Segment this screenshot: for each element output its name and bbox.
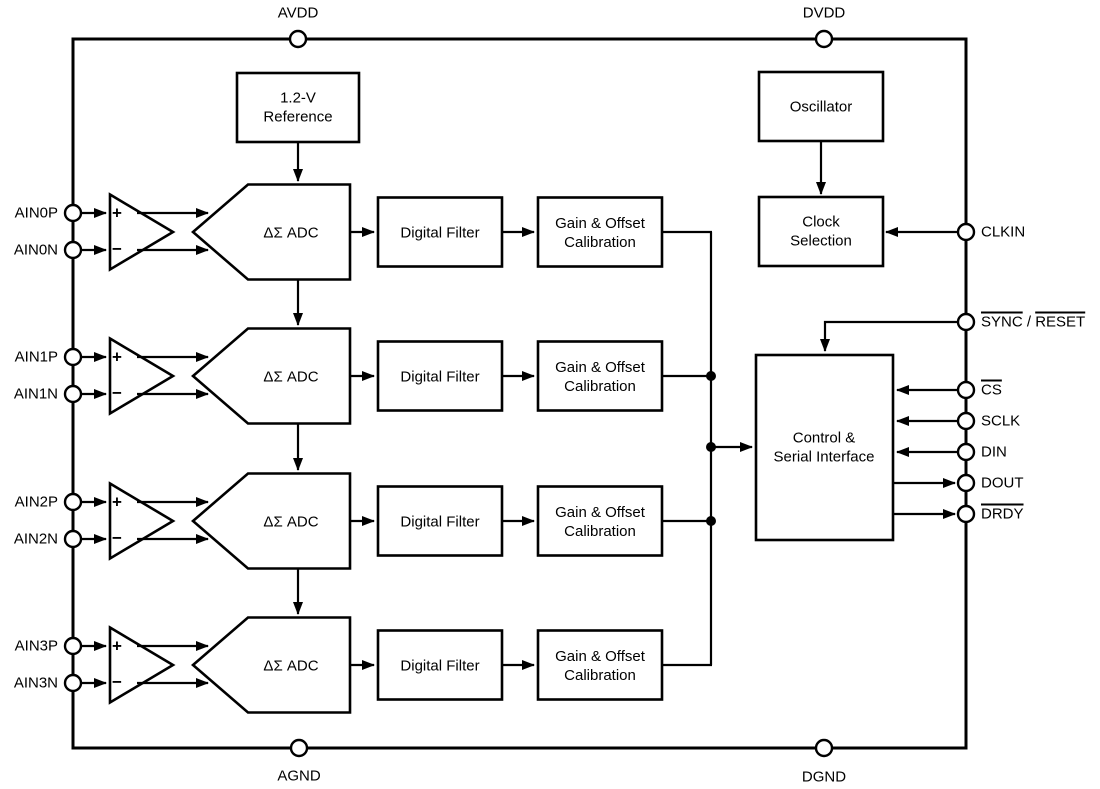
pin-dgnd — [814, 738, 834, 758]
pin-label-avdd: AVDD — [277, 4, 319, 22]
digital-filter-label: Digital Filter — [400, 225, 479, 242]
block-gain-offset-calibration — [536, 485, 664, 557]
channel-3: + − ΔΣ ADC Digital Filter Gain & Offset … — [81, 616, 712, 714]
pin-ain1p — [63, 347, 83, 367]
adc-pentagon — [191, 327, 352, 425]
calibration-label-line2: Calibration — [564, 667, 636, 684]
adc-pentagon — [191, 616, 352, 714]
pin-sync-reset — [956, 312, 976, 332]
block-oscillator — [757, 70, 885, 143]
pin-label-ain2n: AIN2N — [13, 530, 58, 548]
adc-label: ΔΣ ADC — [263, 514, 318, 531]
pin-label-drdy: DRDY — [981, 505, 1024, 523]
calibration-label-line2: Calibration — [564, 523, 636, 540]
pin-ain3p — [63, 636, 83, 656]
pin-agnd — [289, 738, 309, 758]
pin-ain0n — [63, 240, 83, 260]
pin-cs — [956, 380, 976, 400]
channel-1: + − ΔΣ ADC Digital Filter Gain & Offset … — [81, 327, 712, 425]
amp-plus-label: + — [112, 348, 122, 367]
pin-clkin — [956, 222, 976, 242]
reference-label-line1: 1.2-V — [280, 90, 316, 107]
pin-dout — [956, 473, 976, 493]
pin-dvdd — [814, 29, 834, 49]
amp-plus-label: + — [112, 637, 122, 656]
pin-label-ain0p: AIN0P — [14, 204, 58, 222]
pin-ain3n — [63, 673, 83, 693]
block-digital-filter — [376, 485, 504, 557]
channel-0: + − ΔΣ ADC Digital Filter Gain & Offset … — [81, 183, 712, 281]
block-gain-offset-calibration — [536, 340, 664, 412]
pin-label-ain2p: AIN2P — [14, 493, 58, 511]
channel-2: + − ΔΣ ADC Digital Filter Gain & Offset … — [81, 472, 712, 570]
sync-reset-separator: / — [1022, 313, 1036, 331]
amp-plus-label: + — [112, 204, 122, 223]
amp-minus-label: − — [112, 529, 122, 548]
block-digital-filter — [376, 340, 504, 412]
block-control-serial-interface — [754, 353, 895, 542]
pin-label-ain3n: AIN3N — [13, 674, 58, 692]
pin-label-ain1n: AIN1N — [13, 385, 58, 403]
digital-filter-label: Digital Filter — [400, 369, 479, 386]
amp-minus-label: − — [112, 384, 122, 403]
calibration-label-line2: Calibration — [564, 234, 636, 251]
calibration-label-line1: Gain & Offset — [555, 215, 646, 232]
pin-label-agnd: AGND — [277, 767, 321, 785]
pin-label-dgnd: DGND — [801, 768, 847, 786]
pin-sclk — [956, 411, 976, 431]
amp-plus-label: + — [112, 493, 122, 512]
adc-pentagon — [191, 472, 352, 570]
amp-minus-label: − — [112, 673, 122, 692]
clock-selection-label-line2: Selection — [790, 233, 852, 250]
calibration-label-line2: Calibration — [564, 378, 636, 395]
digital-filter-label: Digital Filter — [400, 658, 479, 675]
pin-label-ain3p: AIN3P — [14, 637, 58, 655]
junction-dot-branch — [706, 442, 716, 452]
block-gain-offset-calibration — [536, 196, 664, 268]
pin-drdy — [956, 504, 976, 524]
control-serial-label-line1: Control & — [793, 430, 856, 447]
block-clock-selection — [757, 195, 885, 268]
block-reference — [235, 71, 361, 144]
pin-ain2n — [63, 529, 83, 549]
control-serial-label-line2: Serial Interface — [774, 449, 875, 466]
amp-minus-label: − — [112, 240, 122, 259]
block-gain-offset-calibration — [536, 629, 664, 701]
pin-label-dout: DOUT — [981, 474, 1024, 492]
calibration-label-line1: Gain & Offset — [555, 648, 646, 665]
pin-label-clkin: CLKIN — [981, 223, 1026, 241]
pin-label-ain0n: AIN0N — [13, 241, 58, 259]
reset-label: RESET — [1035, 313, 1086, 331]
pin-label-din: DIN — [981, 443, 1007, 461]
block-digital-filter — [376, 629, 504, 701]
adc-pentagon — [191, 183, 352, 281]
pin-label-cs: CS — [981, 381, 1002, 399]
adc-label: ΔΣ ADC — [263, 225, 318, 242]
pin-label-sync-reset: SYNC / RESET — [981, 313, 1085, 332]
pin-ain0p — [63, 203, 83, 223]
wire-sync-reset — [820, 320, 957, 352]
calibration-label-line1: Gain & Offset — [555, 359, 646, 376]
pin-ain1n — [63, 384, 83, 404]
oscillator-label: Oscillator — [790, 99, 853, 116]
calibration-label-line1: Gain & Offset — [555, 504, 646, 521]
pin-avdd — [288, 29, 308, 49]
pin-din — [956, 442, 976, 462]
pin-label-dvdd: DVDD — [802, 4, 846, 22]
reference-label-line2: Reference — [263, 109, 332, 126]
adc-label: ΔΣ ADC — [263, 369, 318, 386]
pin-label-ain1p: AIN1P — [14, 348, 58, 366]
digital-filter-label: Digital Filter — [400, 514, 479, 531]
sync-label: SYNC — [981, 313, 1023, 331]
pin-label-sclk: SCLK — [981, 412, 1021, 430]
adc-label: ΔΣ ADC — [263, 658, 318, 675]
pin-ain2p — [63, 492, 83, 512]
clock-selection-label-line1: Clock — [802, 214, 840, 231]
